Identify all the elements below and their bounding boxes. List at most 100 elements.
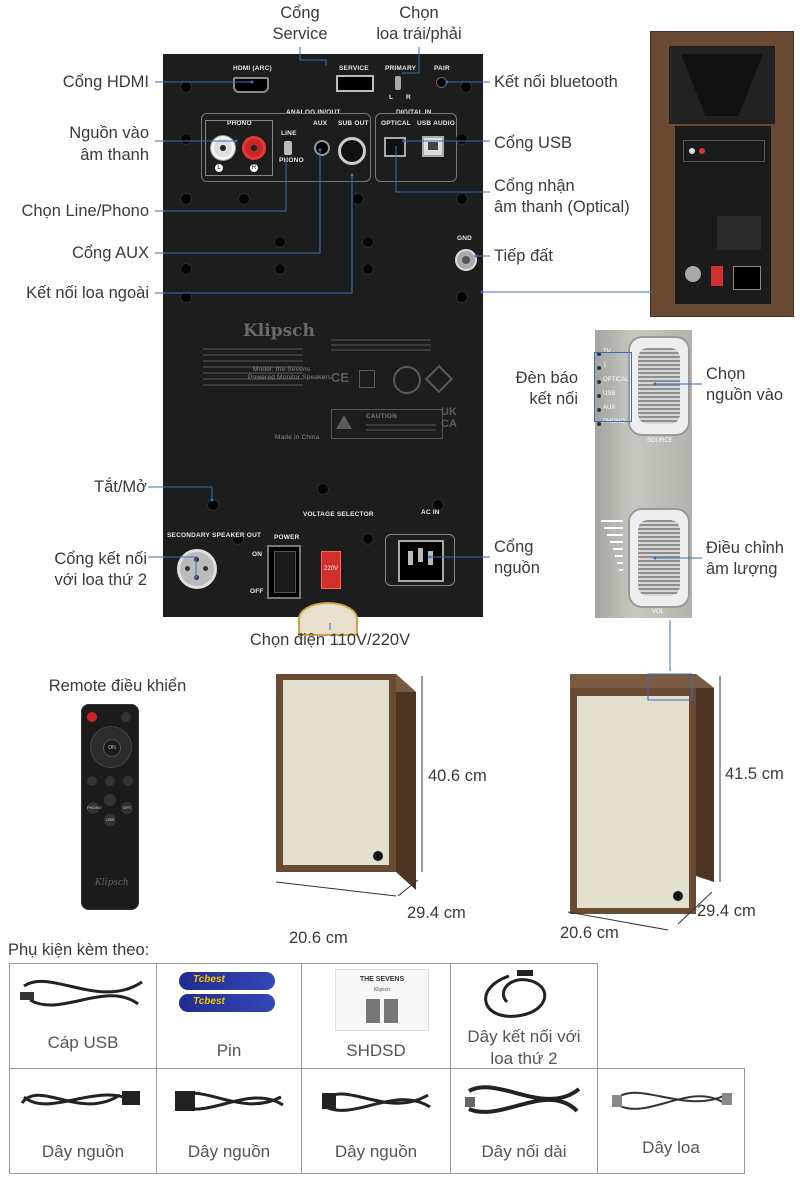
callout-audio-in-1: Nguồn vào [69, 124, 149, 142]
phono2-label: PHONO [279, 157, 304, 164]
screw [239, 194, 249, 204]
screw [233, 534, 243, 544]
off-label: OFF [250, 588, 264, 595]
aux-jack [314, 140, 330, 156]
voltage-value: 220V [323, 566, 338, 572]
optical-label: OPTICAL [381, 120, 411, 127]
screw [353, 194, 363, 204]
callout-source-1: Chọn [706, 365, 746, 383]
model-sub-text: Powered Monitor Speakers [248, 374, 332, 381]
hdmi-label: HDMI (ARC) [233, 65, 272, 72]
fine-print-left [203, 344, 303, 424]
right-depth: 29.4 cm [697, 902, 756, 920]
ce-mark: CE [331, 370, 350, 385]
manual-icon: THE SEVENS Klipsch [335, 969, 429, 1031]
indicator-bluetooth: ᛒ [603, 363, 607, 369]
fine-print-right [331, 336, 431, 358]
callout-voltage: Chọn điện 110V/220V [249, 631, 411, 649]
accessory-power-cord: Dây nguồn [9, 1068, 157, 1174]
accessory-label: SHDSD [346, 1041, 406, 1060]
remote-control: ON PHONO OPT USB Klipsch [81, 704, 139, 910]
gnd-label: GND [457, 235, 473, 242]
screw [181, 292, 191, 302]
lr-switch [395, 76, 401, 90]
callout-lines [148, 47, 702, 671]
callout-bluetooth: Kết nối bluetooth [494, 73, 618, 91]
accessory-label: Dây nguồn [334, 1142, 418, 1161]
manual-brand: Klipsch [373, 987, 391, 993]
ground-terminal [455, 249, 477, 271]
callout-service-2: Service [272, 25, 328, 43]
mini-back-panel [675, 126, 771, 304]
screw [181, 82, 191, 92]
callout-second-speaker-2: với loa thứ 2 [54, 571, 148, 589]
subout-jack [338, 137, 366, 165]
analog-label: ANALOG IN/OUT [286, 109, 341, 116]
callout-line-phono: Chọn Line/Phono [21, 202, 149, 220]
screw [457, 194, 467, 204]
callout-lr-1: Chọn [399, 4, 439, 22]
accessory-label: Pin [216, 1041, 242, 1060]
volume-scale [601, 520, 623, 600]
extension-cable-icon [465, 1085, 581, 1114]
source-label: SOURCE [647, 438, 673, 444]
screw [275, 237, 285, 247]
source-knob [628, 336, 690, 436]
made-in-text: Made in China [275, 434, 320, 441]
power-cord-icon [322, 1092, 431, 1112]
callout-indicator-1: Đèn báo [515, 369, 578, 387]
sticker [298, 602, 358, 636]
speaker-side-photo [650, 31, 794, 317]
right-width: 20.6 cm [560, 924, 619, 942]
remote-on-label: ON [103, 739, 121, 757]
accessory-battery: Tcbest Tcbest Pin [156, 963, 302, 1069]
caution-text: CAUTION [366, 413, 398, 420]
accessory-link-cable: Dây kết nối với loa thứ 2 [450, 963, 598, 1069]
callout-power-port-1: Cổng [494, 538, 534, 556]
voltage-switch: 220V [321, 551, 341, 589]
battery-brand: Tcbest [193, 974, 225, 985]
accessory-usb-cable: Cáp USB [9, 963, 157, 1069]
battery-icon: Tcbest [179, 994, 275, 1012]
remote-title: Remote điều khiển [48, 677, 187, 695]
secondary-label: SECONDARY SPEAKER OUT [167, 532, 262, 539]
speaker-back-panel: HDMI (ARC) SERVICE PRIMARY L R PAIR ANAL… [163, 54, 483, 636]
phono-right-jack [242, 136, 266, 160]
power-switch [267, 545, 301, 599]
phono-left-jack [211, 136, 235, 160]
callout-optical-2: âm thanh (Optical) [494, 198, 630, 216]
warning-icon [336, 415, 352, 429]
accessory-extension-cable: Dây nối dài [450, 1068, 598, 1174]
callout-source-2: nguồn vào [706, 386, 784, 404]
remote-usb-button: USB [104, 814, 116, 826]
usb-cable-icon [20, 979, 143, 1007]
screw [433, 500, 443, 510]
screw [457, 292, 467, 302]
remote-dpad: ON [90, 726, 132, 768]
screw [181, 194, 191, 204]
remote-phono-button: PHONO [87, 802, 102, 814]
line-phono-switch [284, 141, 292, 155]
aux-label: AUX [313, 120, 328, 127]
remote-aux-button [104, 794, 116, 806]
power-cord-icon [20, 1091, 140, 1106]
callout-ground: Tiếp đất [494, 247, 554, 265]
digital-frame [375, 113, 457, 182]
remote-bt-button [123, 776, 133, 786]
speaker-wire-icon [612, 1091, 732, 1110]
l-badge: L [215, 164, 223, 172]
indicator-usb: USB [603, 391, 616, 397]
pair-label: PAIR [434, 65, 450, 72]
callout-external-speaker: Kết nối loa ngoài [26, 284, 149, 302]
accessory-label: Dây nguồn [41, 1142, 125, 1161]
on-label: ON [252, 551, 263, 558]
phono-frame [205, 120, 273, 176]
primary-label: PRIMARY [385, 65, 417, 72]
accessory-manual: THE SEVENS Klipsch SHDSD [301, 963, 451, 1069]
horn-tweeter [669, 46, 775, 124]
link-cable-icon [484, 970, 547, 1018]
remote-tv-button [105, 776, 115, 786]
callout-volume-2: âm lượng [706, 560, 778, 578]
callout-audio-in-2: âm thanh [80, 146, 149, 164]
r-label: R [406, 94, 411, 101]
